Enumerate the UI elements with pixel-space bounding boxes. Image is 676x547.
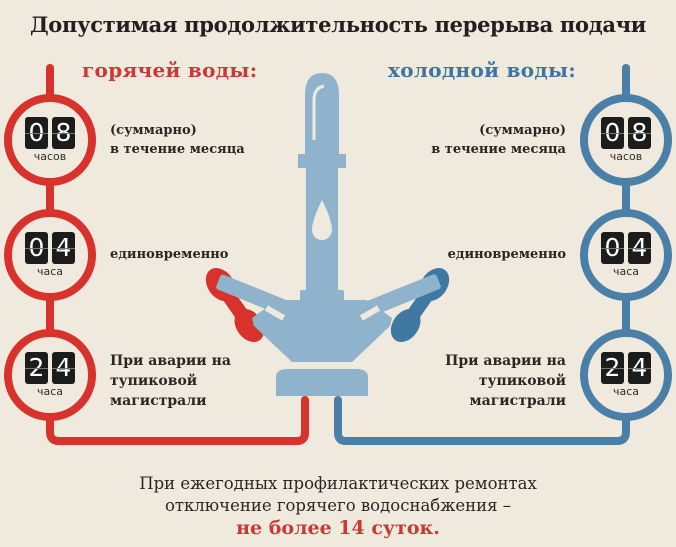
hot-circle-1	[4, 94, 96, 186]
digit-card: 0	[601, 232, 624, 264]
digit-card: 4	[52, 352, 75, 384]
hot-desc-accident: При аварии на тупиковой магистрали	[110, 351, 231, 411]
footer-line-1: При ежегодных профилактических ремонтах	[139, 474, 537, 493]
page-title: Допустимая продолжительность перерыва по…	[29, 12, 647, 37]
footer-line-2: отключение горячего водоснабжения –	[164, 496, 512, 515]
desc-line: тупиковой	[478, 373, 566, 389]
digit-card: 0	[25, 232, 48, 264]
cold-water-heading: холодной воды:	[388, 58, 577, 82]
digit-card: 2	[601, 352, 624, 384]
unit-label: часов	[33, 150, 67, 163]
desc-line: в течение месяца	[110, 142, 245, 157]
desc-line: (суммарно)	[110, 123, 197, 138]
cold-circle-1	[580, 94, 672, 186]
unit-label: часа	[36, 385, 64, 398]
cold-desc-single: единовременно	[448, 245, 566, 264]
cold-desc-accident: При аварии на тупиковой магистрали	[445, 351, 566, 411]
desc-line: тупиковой	[110, 373, 198, 389]
footer-accent: не более 14 суток.	[236, 517, 440, 539]
desc-line: При аварии на	[445, 353, 566, 369]
hot-circle-2	[4, 209, 96, 301]
unit-label: часов	[609, 150, 643, 163]
faucet-icon	[205, 73, 450, 396]
desc-line: единовременно	[447, 247, 566, 262]
desc-line: магистрали	[469, 393, 566, 409]
hot-desc-monthly: (суммарно) в течение месяца	[110, 121, 245, 159]
digit-card: 4	[628, 232, 651, 264]
unit-label: часа	[612, 265, 640, 278]
digit-card: 0	[25, 117, 48, 149]
desc-line: При аварии на	[110, 353, 231, 369]
hot-pipe	[4, 64, 309, 445]
desc-line: (суммарно)	[479, 123, 566, 138]
desc-line: в течение месяца	[431, 142, 566, 157]
digit-card: 0	[601, 117, 624, 149]
unit-label: часа	[612, 385, 640, 398]
cold-circle-3	[580, 329, 672, 421]
cold-pipe	[334, 64, 672, 445]
digit-card: 4	[52, 232, 75, 264]
hot-water-heading: горячей воды:	[82, 58, 258, 82]
cold-desc-monthly: (суммарно) в течение месяца	[431, 121, 566, 159]
desc-line: магистрали	[110, 393, 207, 409]
digit-card: 4	[628, 352, 651, 384]
hot-desc-single: единовременно	[110, 245, 228, 264]
cold-circle-2	[580, 209, 672, 301]
digit-card: 8	[628, 117, 651, 149]
unit-label: часа	[36, 265, 64, 278]
desc-line: единовременно	[110, 247, 229, 262]
hot-circle-3	[4, 329, 96, 421]
digit-card: 2	[25, 352, 48, 384]
digit-card: 8	[52, 117, 75, 149]
footer-note: При ежегодных профилактических ремонтах …	[0, 473, 676, 539]
